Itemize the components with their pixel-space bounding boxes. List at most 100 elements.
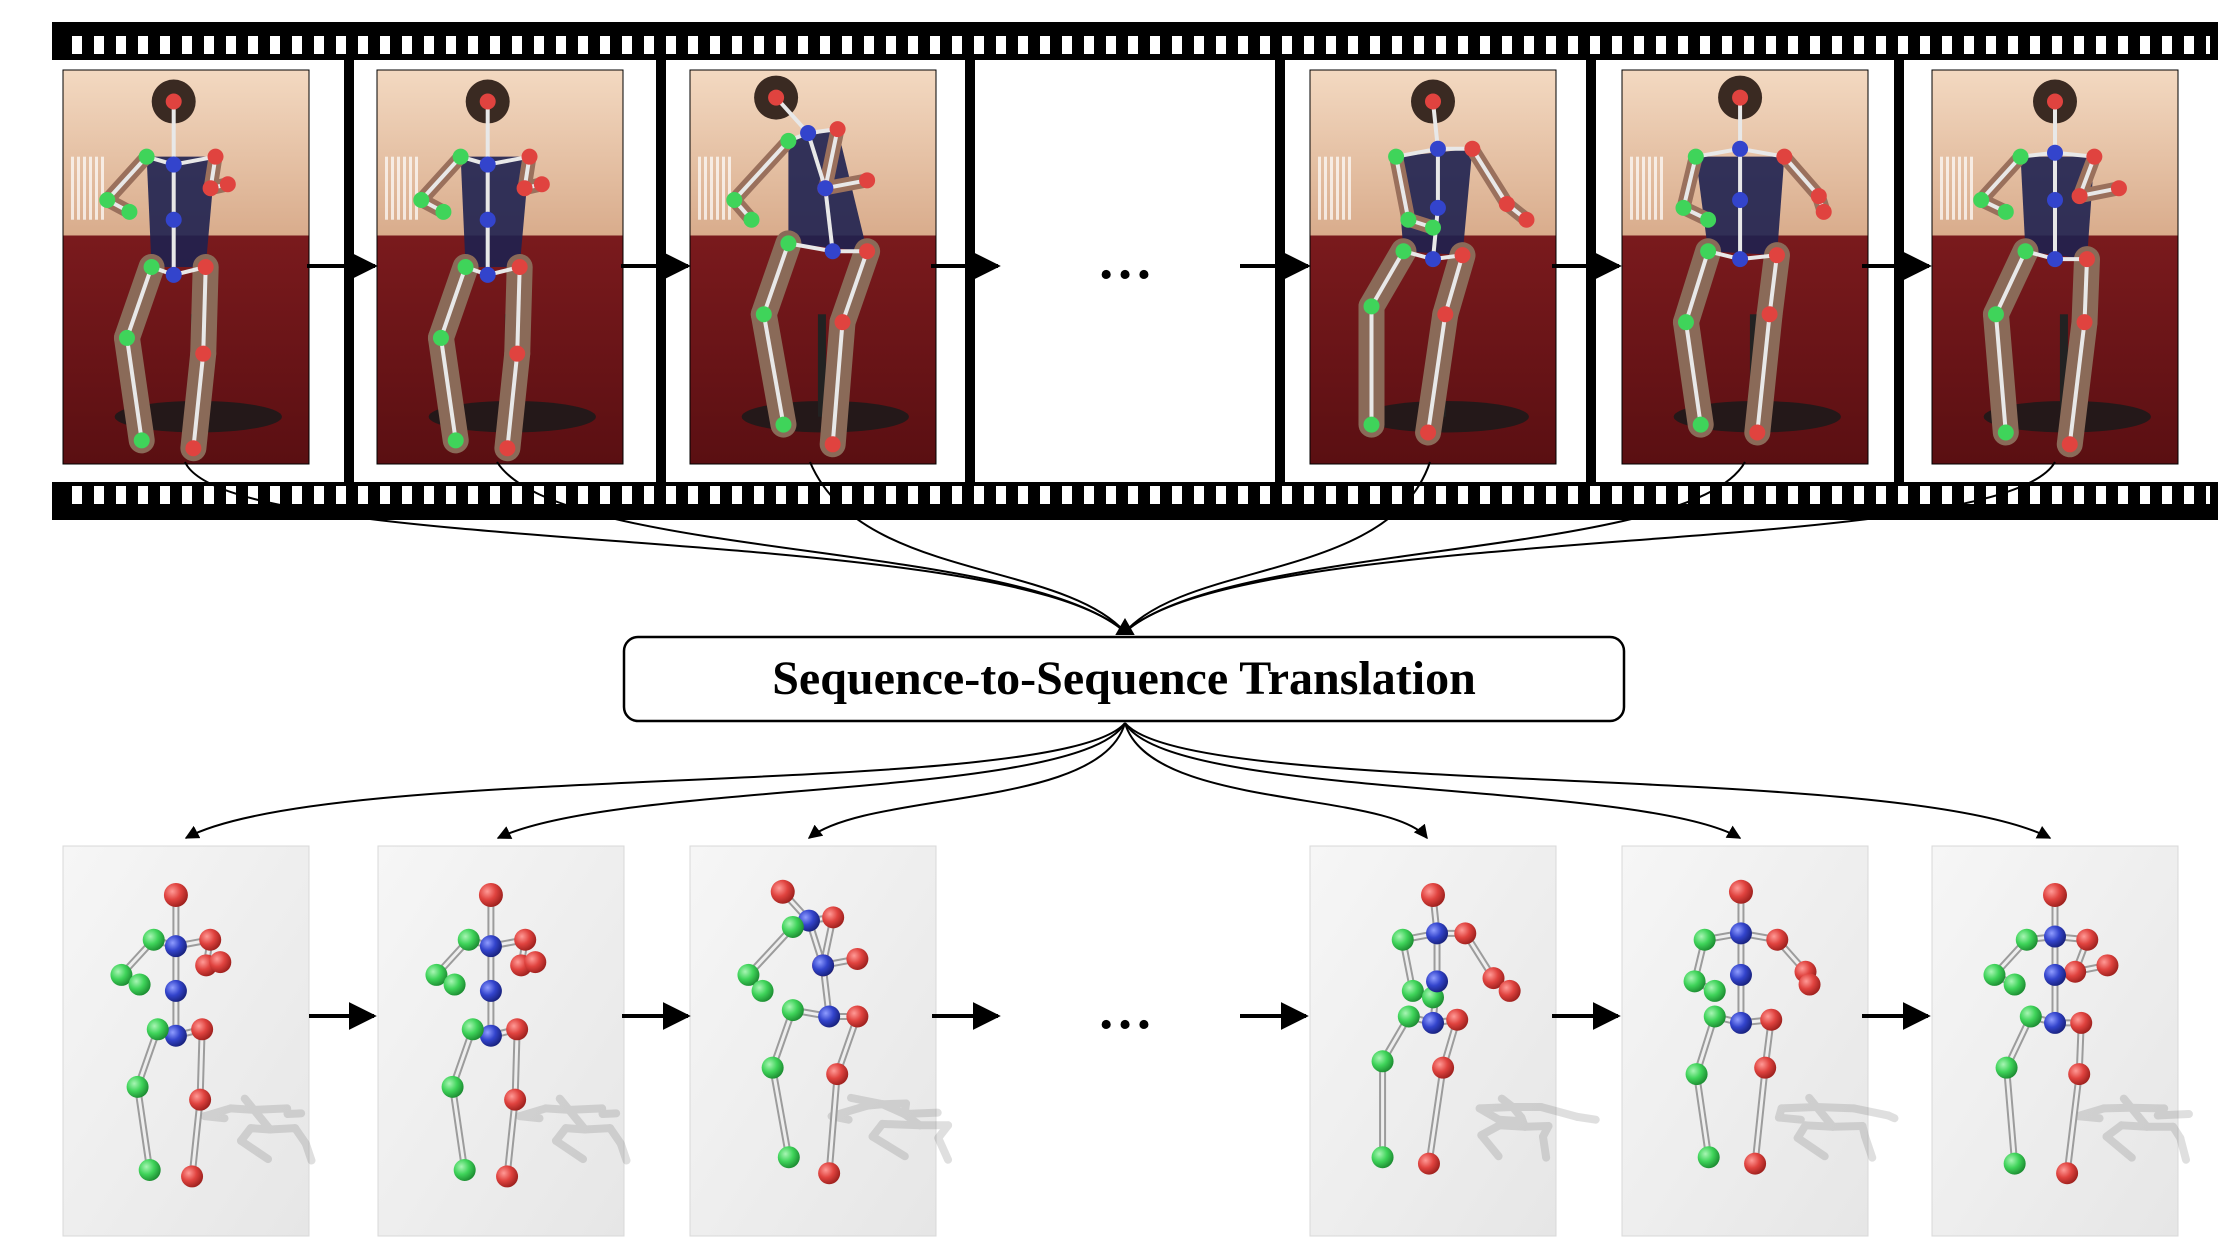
joint3d-waR (128, 973, 151, 996)
joint3d-neck (1426, 922, 1449, 945)
joint-shL (207, 148, 224, 165)
joint-pel (1425, 251, 1441, 268)
joint-waL (533, 176, 550, 193)
output-3d-poses (62, 845, 2193, 1237)
input-frame-f5 (1309, 69, 1557, 465)
joint-elL (1498, 195, 1515, 212)
joint3d-hipL (1760, 1008, 1783, 1031)
joint-neck (165, 156, 182, 173)
joint-anR (1997, 424, 2014, 441)
joint-waL (859, 172, 876, 189)
joint3d-shR (142, 928, 165, 951)
joint3d-anL (2056, 1162, 2079, 1185)
joint3d-knR (441, 1075, 464, 1098)
joint3d-neck (164, 935, 187, 958)
joint-pel (2047, 251, 2063, 268)
joint-neck (1732, 140, 1749, 157)
joint3d-pel (1422, 1011, 1444, 1034)
output-pose-f7 (1931, 845, 2193, 1237)
joint3d-sp (1426, 970, 1449, 993)
joint-elR (726, 192, 743, 209)
joint3d-knL (504, 1088, 527, 1111)
joint-hipL (859, 243, 876, 260)
joint3d-anR (1697, 1146, 1720, 1169)
joint3d-shR (457, 928, 480, 951)
joint-anL (824, 436, 841, 453)
joint3d-head (1421, 882, 1445, 907)
joint3d-elR (1401, 979, 1424, 1002)
joint-knR (755, 306, 772, 323)
joint3d-anL (818, 1162, 841, 1185)
film-strip (52, 22, 2218, 520)
joint3d-elR (425, 963, 448, 986)
converging-curves (184, 461, 2056, 635)
joint3d-head (2043, 882, 2067, 907)
joint-hipL (1768, 247, 1785, 264)
joint-head (1732, 89, 1749, 106)
joint-knL (1437, 306, 1454, 323)
input-frame-f7 (1931, 69, 2179, 465)
joint-hipR (143, 259, 160, 275)
joint3d-hipR (146, 1018, 169, 1041)
output-pose-f2 (377, 845, 631, 1237)
joint3d-pel (818, 1005, 841, 1028)
joint-knR (1363, 298, 1380, 315)
joint3d-elR (737, 963, 760, 986)
joint3d-sp (2044, 963, 2066, 986)
joint3d-shL (2076, 928, 2099, 951)
joint3d-anL (496, 1165, 519, 1188)
joint-knL (195, 345, 212, 362)
joint3d-waR (1703, 979, 1726, 1002)
joint-hipR (457, 259, 474, 275)
joint-shL (1776, 148, 1793, 165)
joint3d-anL (181, 1165, 204, 1188)
joint3d-hipR (1397, 1005, 1420, 1028)
joint3d-waL (524, 951, 547, 974)
joint-sp (479, 211, 496, 228)
joint3d-shL (1454, 922, 1477, 945)
joint-elL (2071, 188, 2088, 205)
joint-waR (1997, 203, 2014, 220)
skeleton-2d-f6 (1675, 89, 1832, 441)
joint3d-hipL (2070, 1011, 2093, 1034)
joint3d-shR (2015, 928, 2038, 951)
joint3d-anR (2003, 1152, 2026, 1175)
joint-elL (202, 180, 219, 197)
joint3d-knR (761, 1056, 784, 1079)
translation-box-label: Sequence-to-Sequence Translation (772, 652, 1476, 705)
joint-sp (1732, 192, 1749, 209)
joint3d-anR (453, 1159, 476, 1182)
joint3d-knR (1371, 1050, 1394, 1073)
joint-shL (1464, 140, 1481, 157)
joint-waR (743, 211, 760, 228)
joint-shR (138, 148, 155, 165)
joint3d-elL (2064, 960, 2087, 983)
joint-elL (516, 180, 533, 197)
joint3d-hipR (461, 1018, 484, 1041)
joint3d-head (478, 882, 503, 907)
joint3d-head (770, 879, 795, 904)
joint-head (2047, 93, 2063, 110)
joint3d-waR (2003, 973, 2026, 996)
joint-head (479, 93, 496, 110)
joint3d-shR (1693, 928, 1716, 951)
joint3d-elL (1482, 967, 1505, 990)
output-pose-f1 (62, 845, 316, 1237)
joint3d-neck (2044, 925, 2066, 948)
joint-knL (834, 314, 851, 331)
joint3d-waR (443, 973, 466, 996)
film-frame-dividers (344, 60, 1904, 482)
joint-waL (2110, 180, 2127, 197)
joint3d-knR (1995, 1056, 2018, 1079)
output-pose-f5 (1309, 845, 1600, 1237)
joint3d-knL (1432, 1056, 1455, 1079)
output-pose-f3 (689, 845, 953, 1237)
joint3d-knR (1685, 1063, 1708, 1086)
joint3d-anR (777, 1146, 800, 1169)
joint-head (768, 89, 785, 106)
joint-hipR (1395, 243, 1412, 260)
joint3d-hipR (1703, 1005, 1726, 1028)
joint3d-shL (822, 906, 845, 929)
joint-anR (133, 432, 150, 449)
joint-head (1425, 93, 1441, 110)
